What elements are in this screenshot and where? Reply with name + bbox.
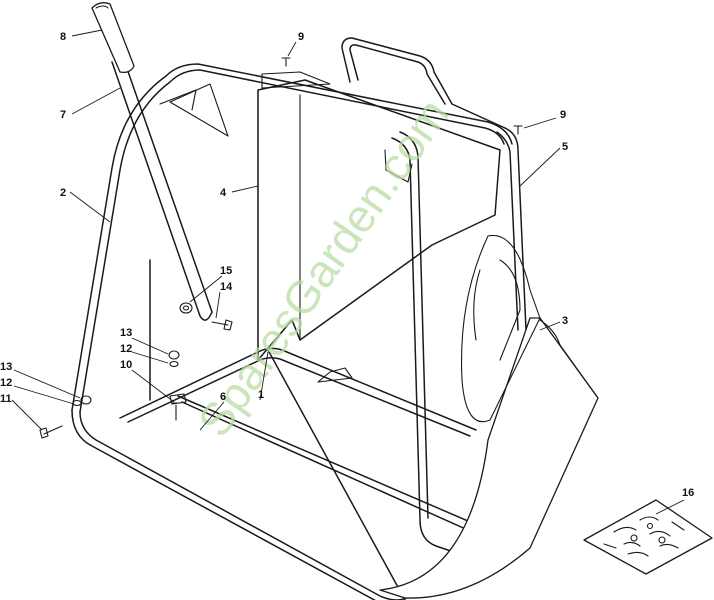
callout-7: 7 [60, 109, 66, 121]
callout-15: 15 [220, 265, 232, 277]
callout-13b: 13 [0, 361, 12, 373]
handle-bar-part-7 [111, 59, 229, 321]
hardware-pack-part-16 [583, 499, 713, 575]
callout-10: 10 [120, 359, 132, 371]
callout-labels: 8 7 2 4 9 9 5 15 14 13 12 10 6 1 3 13 12… [0, 31, 694, 499]
callout-8: 8 [60, 31, 66, 43]
hardware-parts [39, 57, 523, 439]
callout-12a: 12 [120, 343, 132, 355]
callout-2: 2 [60, 187, 66, 199]
grass-bag-part-3 [379, 234, 599, 599]
callout-6: 6 [220, 391, 226, 403]
callout-11: 11 [0, 393, 12, 405]
callout-9a: 9 [298, 31, 304, 43]
callout-3: 3 [562, 315, 568, 327]
front-frame-part-2 [71, 63, 513, 600]
callout-12b: 12 [0, 377, 12, 389]
leader-lines [11, 29, 685, 515]
callout-9b: 9 [560, 109, 566, 121]
callout-14: 14 [220, 281, 233, 293]
handle-grip-part-8 [91, 2, 135, 74]
callout-13a: 13 [120, 327, 132, 339]
callout-5: 5 [562, 141, 568, 153]
callout-16: 16 [682, 487, 694, 499]
handle-frame-part-5 [341, 37, 527, 331]
rear-panel-part-4 [257, 71, 501, 383]
callout-4: 4 [220, 187, 227, 199]
callout-1: 1 [258, 389, 264, 401]
